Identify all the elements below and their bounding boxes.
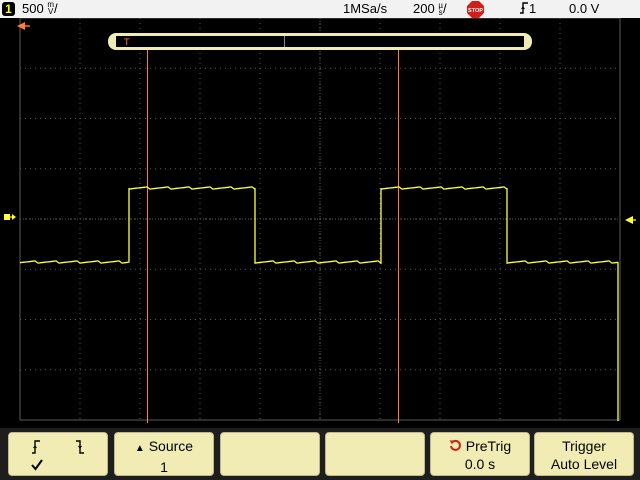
svg-text:STOP: STOP bbox=[468, 8, 483, 14]
check-icon bbox=[31, 459, 43, 471]
rising-edge-icon bbox=[32, 440, 41, 454]
up-arrow-icon: ▲ bbox=[134, 443, 145, 454]
graticule-grid bbox=[19, 18, 621, 421]
channel-badge: 1 bbox=[2, 2, 15, 16]
trigger-source: 1 bbox=[519, 1, 536, 16]
sample-rate: 1MSa/s bbox=[343, 1, 388, 16]
volts-per-div: 500 m V / bbox=[22, 0, 58, 17]
waveform-display[interactable]: T bbox=[0, 18, 640, 428]
softkey-bar: ▲ Source 1 PreTrig 0.0 s Trigger Auto Le… bbox=[0, 428, 640, 480]
rotate-knob-icon bbox=[449, 439, 461, 451]
trigger-key[interactable]: Trigger Auto Level bbox=[534, 432, 634, 476]
pretrig-key[interactable]: PreTrig 0.0 s bbox=[430, 432, 530, 476]
rising-edge-icon bbox=[520, 2, 528, 14]
blank-key-1[interactable] bbox=[220, 432, 320, 476]
slope-key[interactable] bbox=[8, 432, 108, 476]
status-bar: 1 500 m V / 1MSa/s 200 µ s / STOP 1 0.0 … bbox=[0, 0, 640, 18]
time-per-div: 200 µ s / bbox=[413, 1, 447, 17]
blank-key-2[interactable] bbox=[325, 432, 425, 476]
source-key[interactable]: ▲ Source 1 bbox=[114, 432, 214, 476]
trigger-level: 0.0 V bbox=[569, 1, 600, 16]
stop-icon: STOP bbox=[467, 1, 484, 18]
channel-ground-marker[interactable] bbox=[4, 214, 16, 220]
channel-1-trace bbox=[19, 186, 619, 421]
trigger-time-marker: T bbox=[124, 37, 130, 47]
time-window-bar[interactable]: T bbox=[108, 33, 532, 50]
falling-edge-icon bbox=[75, 440, 84, 454]
